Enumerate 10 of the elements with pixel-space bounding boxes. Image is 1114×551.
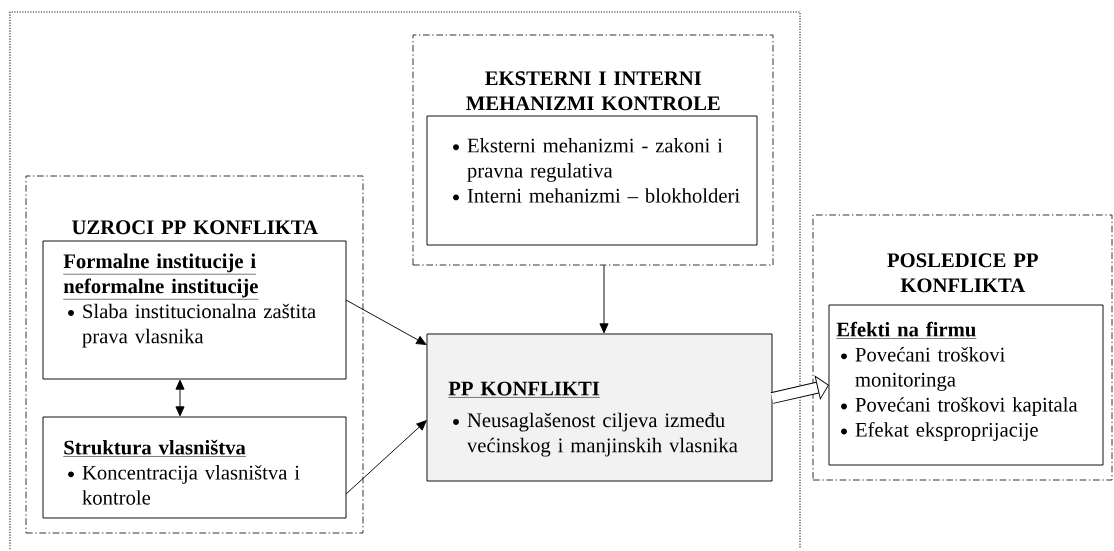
text-box: Formalne institucije i neformalne institucije Slaba institucionalna zaštita prava vlasnika [42,240,347,380]
arrow [345,299,427,345]
arrow [599,264,609,334]
double-arrow [175,379,185,417]
text-box: Struktura vlasništva Koncentracija vlasništva i kontrole [42,416,347,519]
central-box: PP KONFLIKTI Neusaglašenost ciljeva između većinskog i manjinskih vlasnika [426,333,773,482]
text-box: Efekti na firmu Povećani troškovi monitoringa Povećani troškovi kapitala Efekat eksproprijacije [828,304,1104,466]
arrow [345,420,427,495]
block-arrow [770,375,829,404]
text-box: Eksterni mehanizmi - zakoni i pravna regulativa Interni mehanizmi – blokholderi [426,115,758,246]
